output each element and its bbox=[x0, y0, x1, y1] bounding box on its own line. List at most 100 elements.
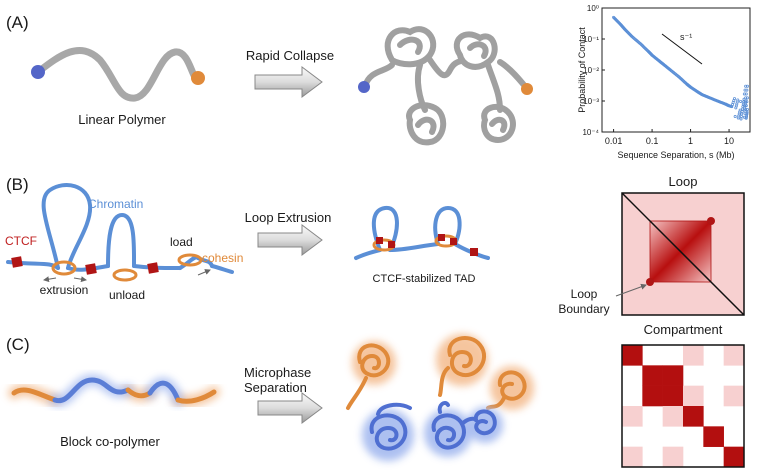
ctcf-sites bbox=[11, 256, 159, 275]
data-point bbox=[739, 114, 743, 118]
extrusion-arrows bbox=[43, 269, 211, 283]
ctcf-site bbox=[11, 256, 23, 268]
x-tick-label: 0.1 bbox=[646, 136, 659, 146]
block-copolymer-caption: Block co-polymer bbox=[60, 434, 160, 449]
polymer-end-blue bbox=[31, 65, 45, 79]
y-tick-label: 10⁰ bbox=[587, 4, 599, 13]
compartment-cell bbox=[703, 426, 724, 447]
compartment-cell bbox=[683, 406, 704, 427]
ctcf-site bbox=[376, 237, 383, 244]
chart-x-label: Sequence Separation, s (Mb) bbox=[617, 150, 734, 160]
compartment-cell bbox=[642, 385, 663, 407]
data-point bbox=[744, 84, 748, 88]
chart-points bbox=[612, 15, 749, 121]
compartment-cell bbox=[662, 365, 684, 386]
compartment-cell bbox=[622, 446, 643, 468]
microphase-arrow bbox=[257, 392, 323, 424]
compartment-cell bbox=[683, 385, 704, 407]
compartment-contact-map bbox=[621, 344, 745, 468]
chromatin-label: Chromatin bbox=[88, 197, 143, 211]
x-tick-label: 0.01 bbox=[605, 136, 623, 146]
data-point bbox=[743, 100, 747, 104]
data-point bbox=[744, 96, 748, 100]
blue-domains bbox=[362, 401, 503, 461]
y-tick-label: 10⁻² bbox=[583, 66, 599, 75]
loop-extrusion-label: Loop Extrusion bbox=[245, 210, 332, 225]
loop-corner-dot bbox=[707, 217, 715, 225]
data-point bbox=[732, 97, 736, 101]
compartment-cell bbox=[723, 345, 745, 366]
rapid-collapse-arrow bbox=[254, 66, 323, 98]
cohesin-label: cohesin bbox=[202, 251, 243, 265]
microphase-label-1: Microphase bbox=[244, 365, 311, 380]
rapid-collapse-label: Rapid Collapse bbox=[246, 48, 334, 63]
x-tick-label: 10 bbox=[724, 136, 734, 146]
compartment-cell bbox=[662, 385, 684, 407]
data-point bbox=[740, 110, 744, 114]
data-point bbox=[744, 107, 748, 111]
globule-end-orange bbox=[521, 83, 533, 95]
cohesin-rings bbox=[51, 253, 203, 282]
data-point bbox=[745, 96, 749, 100]
compartment-map-title: Compartment bbox=[644, 322, 723, 337]
y-tick-label: 10⁻³ bbox=[583, 97, 599, 106]
loop-map-title: Loop bbox=[669, 174, 698, 189]
slope-annotation: s⁻¹ bbox=[680, 32, 692, 42]
ctcf-site bbox=[85, 263, 97, 275]
data-point bbox=[736, 98, 740, 102]
loop-boundary-dot bbox=[646, 278, 654, 286]
polymer-end-orange bbox=[191, 71, 205, 85]
data-point bbox=[744, 115, 748, 119]
globule-end-blue bbox=[358, 81, 370, 93]
data-point bbox=[739, 117, 743, 121]
compartment-cell bbox=[662, 406, 684, 427]
compartment-map-frame bbox=[621, 344, 745, 468]
phase-separated-globules bbox=[346, 334, 534, 461]
y-tick-label: 10⁻¹ bbox=[583, 35, 599, 44]
chromatin-fiber bbox=[6, 183, 234, 274]
y-tick-label: 10⁻⁴ bbox=[582, 128, 599, 137]
compartment-cell bbox=[622, 406, 643, 427]
cohesin-ring bbox=[112, 268, 138, 282]
microphase-label-2: Separation bbox=[244, 380, 307, 395]
orange-domains bbox=[346, 334, 534, 410]
tad-fiber bbox=[354, 205, 490, 260]
compartment-cell bbox=[662, 446, 684, 468]
compartment-cell bbox=[622, 345, 643, 366]
x-tick-label: 1 bbox=[688, 136, 693, 146]
contact-probability-chart: 0.01 0.1 1 10 10⁰ 10⁻¹ 10⁻² 10⁻³ 10⁻⁴ s⁻¹ Sequen… bbox=[577, 4, 751, 160]
ctcf-label: CTCF bbox=[5, 234, 37, 248]
panel-b-label: (B) bbox=[6, 175, 29, 194]
compartment-cell bbox=[723, 446, 745, 468]
ctcf-site bbox=[388, 241, 395, 248]
data-point bbox=[745, 107, 749, 111]
data-point bbox=[745, 84, 749, 88]
chart-ticks: 0.01 0.1 1 10 10⁰ 10⁻¹ 10⁻² 10⁻³ 10⁻⁴ bbox=[582, 4, 734, 146]
data-point bbox=[744, 92, 748, 96]
data-point bbox=[745, 111, 749, 115]
loop-contact-map bbox=[615, 192, 745, 316]
tad-anchors bbox=[372, 234, 478, 256]
cohesin-ring bbox=[51, 260, 77, 276]
data-point bbox=[738, 108, 742, 112]
loop-boundary-pointer bbox=[615, 283, 647, 297]
compartment-cell bbox=[642, 365, 663, 386]
loop-map-diagonal bbox=[621, 192, 745, 316]
ctcf-site bbox=[450, 238, 457, 245]
compartment-cell bbox=[723, 385, 745, 407]
unload-label: unload bbox=[109, 288, 145, 302]
data-point bbox=[742, 104, 746, 108]
ctcf-site bbox=[470, 248, 478, 256]
linear-polymer-caption: Linear Polymer bbox=[78, 112, 166, 127]
slope-reference-line bbox=[661, 33, 703, 65]
loop-extrusion-arrow bbox=[257, 224, 323, 256]
ctcf-site bbox=[438, 234, 445, 241]
block-copolymer bbox=[8, 373, 220, 408]
data-point bbox=[740, 112, 744, 116]
compartment-cell bbox=[683, 345, 704, 366]
linear-polymer bbox=[34, 47, 202, 102]
panel-c-label: (C) bbox=[6, 335, 30, 354]
tad-caption: CTCF-stabilized TAD bbox=[373, 273, 476, 285]
